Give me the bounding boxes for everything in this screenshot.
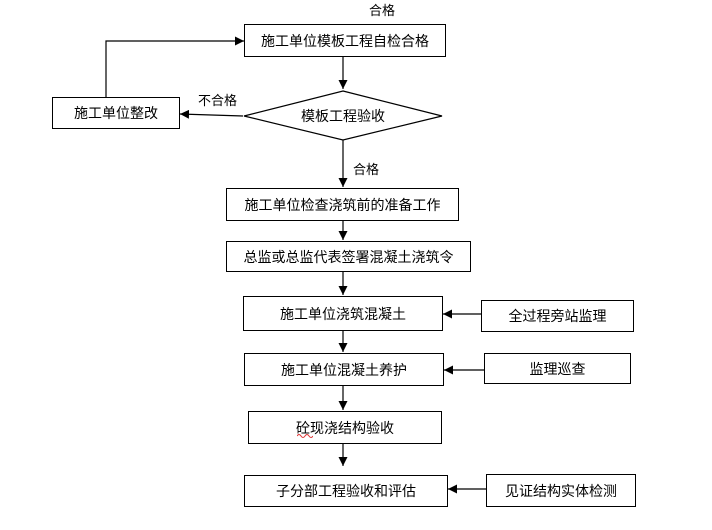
- node-self-check: 施工单位模板工程自检合格: [244, 24, 446, 57]
- node-rectify: 施工单位整改: [52, 97, 180, 129]
- spellcheck-underline: [297, 434, 313, 438]
- node-rectify-text: 施工单位整改: [74, 106, 158, 122]
- top-pass-label: 合格: [369, 4, 396, 19]
- acceptance-decision-diamond: [243, 90, 443, 141]
- arrow-acceptance-to-rectify: [179, 109, 244, 119]
- node-sub-division-acceptance: 子分部工程验收和评估: [244, 475, 448, 507]
- node-acceptance-text: 模板工程验收: [301, 109, 385, 125]
- node-pour-order: 总监或总监代表签署混凝土浇筑令: [226, 241, 471, 272]
- node-sub-division-acceptance-text: 子分部工程验收和评估: [276, 484, 416, 500]
- node-inspection-tour: 监理巡查: [484, 353, 631, 384]
- pass-label: 合格: [353, 163, 380, 178]
- fail-label: 不合格: [198, 94, 238, 109]
- node-full-supervision: 全过程旁站监理: [481, 300, 634, 332]
- node-pouring: 施工单位浇筑混凝土: [243, 296, 443, 331]
- node-cast-in-place-acceptance-text: 砼现浇结构验收: [296, 420, 394, 437]
- node-inspection-tour-text: 监理巡查: [529, 361, 586, 378]
- node-pour-order-text: 总监或总监代表签署混凝土浇筑令: [243, 249, 454, 266]
- arrow-rectify-back-to-self-check: [105, 36, 244, 97]
- node-witness-testing: 见证结构实体检测: [486, 474, 636, 507]
- node-witness-testing-text: 见证结构实体检测: [505, 483, 617, 500]
- node-full-supervision-text: 全过程旁站监理: [508, 309, 607, 325]
- node-curing: 施工单位混凝土养护: [244, 353, 444, 386]
- node-curing-text: 施工单位混凝土养护: [281, 362, 407, 379]
- node-pouring-text: 施工单位浇筑混凝土: [280, 306, 406, 323]
- node-cast-in-place-acceptance: 砼现浇结构验收: [248, 411, 442, 444]
- node-self-check-text: 施工单位模板工程自检合格: [261, 33, 429, 50]
- node-pre-pour-check: 施工单位检查浇筑前的准备工作: [226, 188, 459, 221]
- node-acceptance: 模板工程验收: [260, 104, 426, 128]
- node-pre-pour-check-text: 施工单位检查浇筑前的准备工作: [244, 197, 441, 214]
